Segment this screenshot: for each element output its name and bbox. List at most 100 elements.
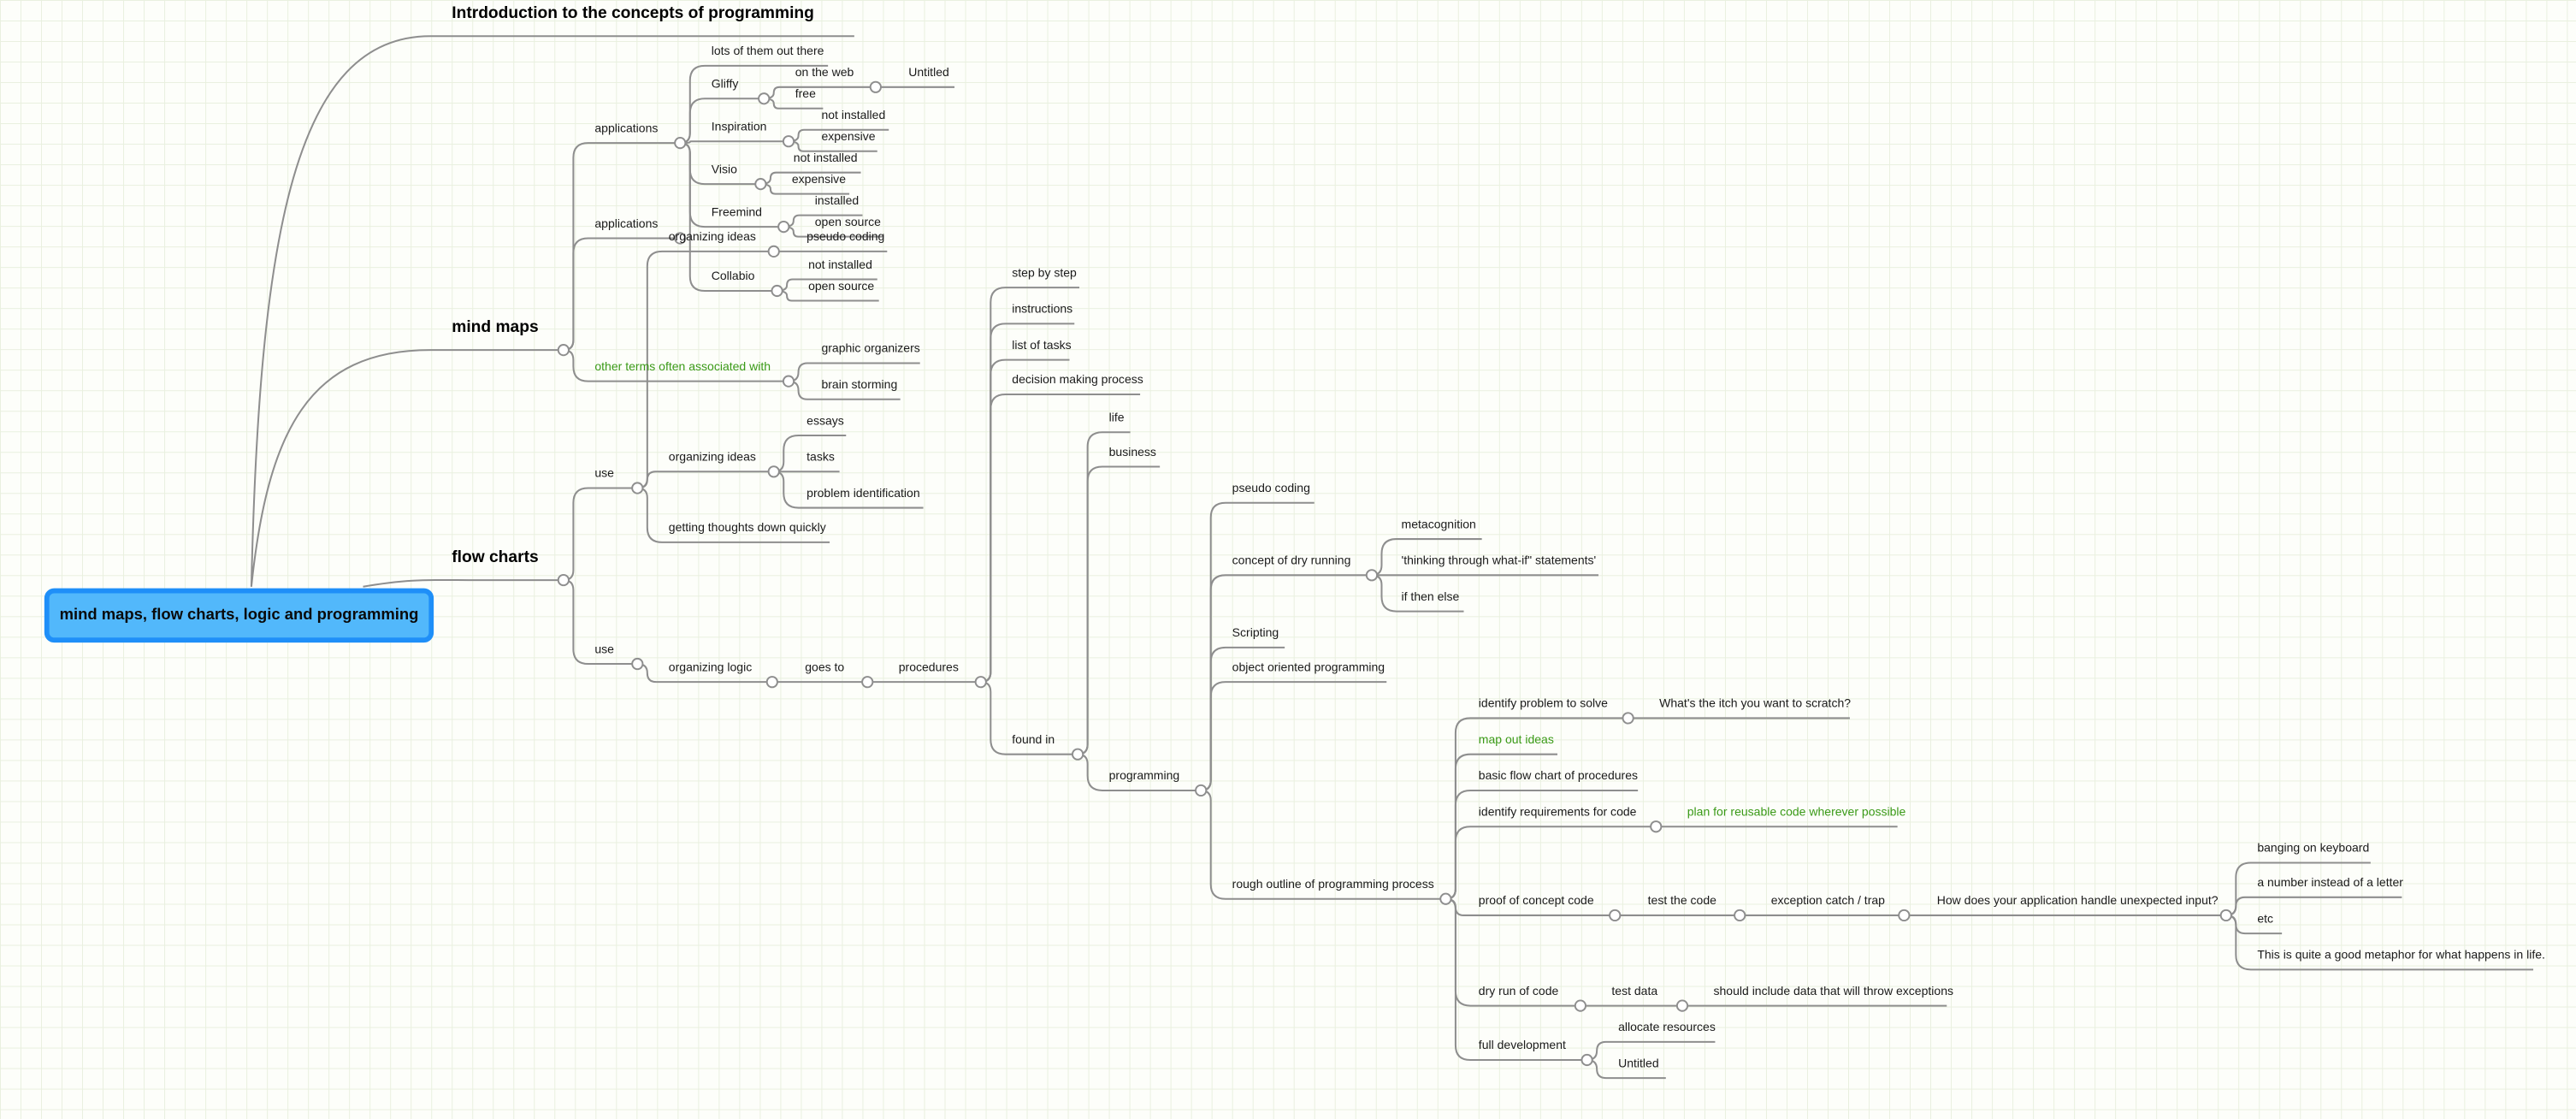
topic-ol[interactable]: organizing logic — [668, 658, 753, 674]
topic-web[interactable]: on the web — [795, 63, 854, 79]
topic-use2[interactable]: use — [594, 640, 614, 656]
topic-dry[interactable]: concept of dry running — [1232, 552, 1351, 567]
topic-probid[interactable]: problem identification — [806, 484, 920, 500]
topic-idp[interactable]: identify problem to solve — [1478, 695, 1608, 710]
collapse-toggle-icon[interactable] — [771, 284, 783, 298]
collapse-toggle-icon[interactable] — [1195, 784, 1208, 797]
topic-tasks[interactable]: tasks — [806, 448, 835, 464]
topic-lots[interactable]: lots of them out there — [711, 42, 824, 57]
topic-mapout[interactable]: map out ideas — [1478, 731, 1554, 746]
topic-metaphor[interactable]: This is quite a good metaphor for what h… — [2257, 946, 2545, 962]
collapse-toggle-icon[interactable] — [557, 573, 570, 587]
topic-poc[interactable]: proof of concept code — [1478, 891, 1594, 908]
topic-script[interactable]: Scripting — [1232, 624, 1279, 639]
topic-rough[interactable]: rough outline of programming process — [1232, 875, 1434, 891]
topic-untitled2[interactable]: Untitled — [1618, 1054, 1659, 1070]
topic-instr[interactable]: instructions — [1012, 300, 1073, 316]
topic-dec[interactable]: decision making process — [1012, 370, 1143, 387]
topic-fc[interactable]: flow charts — [452, 548, 539, 566]
topic-num[interactable]: a number instead of a letter — [2257, 873, 2403, 889]
topic-step[interactable]: step by step — [1012, 263, 1077, 280]
topic-think[interactable]: 'thinking through what-if" statements' — [1401, 552, 1597, 567]
topic-etc[interactable]: etc — [2257, 909, 2274, 926]
topic-free[interactable]: free — [795, 85, 816, 100]
topic-gliffy[interactable]: Gliffy — [711, 75, 739, 91]
topic-visio-exp[interactable]: expensive — [791, 170, 846, 186]
topic-alloc[interactable]: allocate resources — [1618, 1018, 1716, 1033]
collapse-toggle-icon[interactable] — [974, 676, 987, 689]
collapse-toggle-icon[interactable] — [631, 482, 644, 494]
topic-list[interactable]: list of tasks — [1012, 336, 1072, 352]
topic-visio-ni[interactable]: not installed — [793, 149, 858, 164]
topic-insp-ni[interactable]: not installed — [821, 106, 886, 121]
topic-col-os[interactable]: open source — [808, 277, 875, 293]
topic-visio[interactable]: Visio — [711, 160, 737, 176]
topic-goes[interactable]: goes to — [805, 658, 845, 674]
topic-oi2[interactable]: organizing ideas — [668, 448, 756, 464]
topic-go[interactable]: graphic organizers — [821, 340, 920, 355]
collapse-toggle-icon[interactable] — [557, 344, 570, 357]
topic-bs[interactable]: brain storming — [821, 376, 898, 391]
collapse-toggle-icon[interactable] — [1574, 999, 1587, 1012]
topic-bang[interactable]: banging on keyboard — [2257, 839, 2370, 855]
topic-fulldev[interactable]: full development — [1478, 1036, 1566, 1052]
topic-found[interactable]: found in — [1012, 731, 1055, 746]
collapse-toggle-icon[interactable] — [1580, 1053, 1593, 1067]
topic-should[interactable]: should include data that will throw exce… — [1713, 982, 1954, 998]
collapse-toggle-icon[interactable] — [1734, 909, 1746, 922]
topic-meta[interactable]: metacognition — [1401, 515, 1476, 531]
collapse-toggle-icon[interactable] — [1650, 820, 1663, 833]
collapse-toggle-icon[interactable] — [869, 80, 882, 93]
collapse-toggle-icon[interactable] — [777, 220, 790, 234]
collapse-toggle-icon[interactable] — [1439, 892, 1452, 905]
topic-insp-exp[interactable]: expensive — [821, 127, 876, 143]
topic-test[interactable]: test the code — [1647, 891, 1716, 908]
topic-pseudo[interactable]: pseudo coding — [1232, 479, 1310, 494]
topic-a1[interactable]: applications — [594, 119, 659, 135]
topic-ot[interactable]: other terms often associated with — [594, 358, 771, 373]
topic-untitled1[interactable]: Untitled — [908, 63, 949, 79]
topic-a2[interactable]: applications — [594, 215, 659, 230]
topic-business[interactable]: business — [1108, 443, 1156, 459]
topic-itch[interactable]: What's the itch you want to scratch? — [1659, 695, 1852, 710]
topic-how[interactable]: How does your application handle unexpec… — [1936, 891, 2219, 908]
collapse-toggle-icon[interactable] — [1072, 748, 1084, 761]
topic-intro[interactable]: Intrdoduction to the concepts of program… — [452, 3, 814, 22]
topic-freemind[interactable]: Freemind — [711, 203, 762, 219]
topic-tdata[interactable]: test data — [1611, 982, 1658, 998]
central-topic[interactable]: mind maps, flow charts, logic and progra… — [44, 588, 434, 643]
collapse-toggle-icon[interactable] — [765, 676, 778, 689]
topic-fm-os[interactable]: open source — [814, 213, 881, 228]
topic-getting[interactable]: getting thoughts down quickly — [668, 518, 826, 535]
collapse-toggle-icon[interactable] — [782, 135, 795, 148]
topic-plan[interactable]: plan for reusable code wherever possible — [1687, 803, 1906, 819]
topic-ite[interactable]: if then else — [1401, 588, 1460, 603]
topic-exc[interactable]: exception catch / trap — [1770, 891, 1885, 908]
collapse-toggle-icon[interactable] — [674, 137, 687, 150]
topic-pc1[interactable]: pseudo coding — [806, 228, 885, 244]
topic-proc[interactable]: procedures — [898, 658, 959, 674]
collapse-toggle-icon[interactable] — [1365, 569, 1379, 582]
topic-dryrun[interactable]: dry run of code — [1478, 982, 1559, 998]
topic-use1[interactable]: use — [594, 465, 614, 480]
topic-fm-inst[interactable]: installed — [814, 192, 860, 207]
collapse-toggle-icon[interactable] — [1609, 909, 1622, 922]
topic-insp[interactable]: Inspiration — [711, 118, 767, 133]
collapse-toggle-icon[interactable] — [2219, 909, 2232, 922]
collapse-toggle-icon[interactable] — [1675, 999, 1689, 1012]
collapse-toggle-icon[interactable] — [767, 245, 780, 258]
topic-mm[interactable]: mind maps — [452, 317, 539, 336]
collapse-toggle-icon[interactable] — [861, 676, 874, 689]
collapse-toggle-icon[interactable] — [782, 375, 795, 388]
collapse-toggle-icon[interactable] — [758, 92, 771, 105]
collapse-toggle-icon[interactable] — [754, 178, 767, 191]
topic-oi1[interactable]: organizing ideas — [668, 228, 756, 244]
topic-life[interactable]: life — [1108, 409, 1125, 424]
topic-essays[interactable]: essays — [806, 411, 844, 428]
collapse-toggle-icon[interactable] — [1898, 909, 1911, 922]
collapse-toggle-icon[interactable] — [1622, 712, 1634, 725]
collapse-toggle-icon[interactable] — [767, 465, 780, 478]
collapse-toggle-icon[interactable] — [631, 657, 644, 671]
topic-col-ni[interactable]: not installed — [808, 256, 872, 271]
